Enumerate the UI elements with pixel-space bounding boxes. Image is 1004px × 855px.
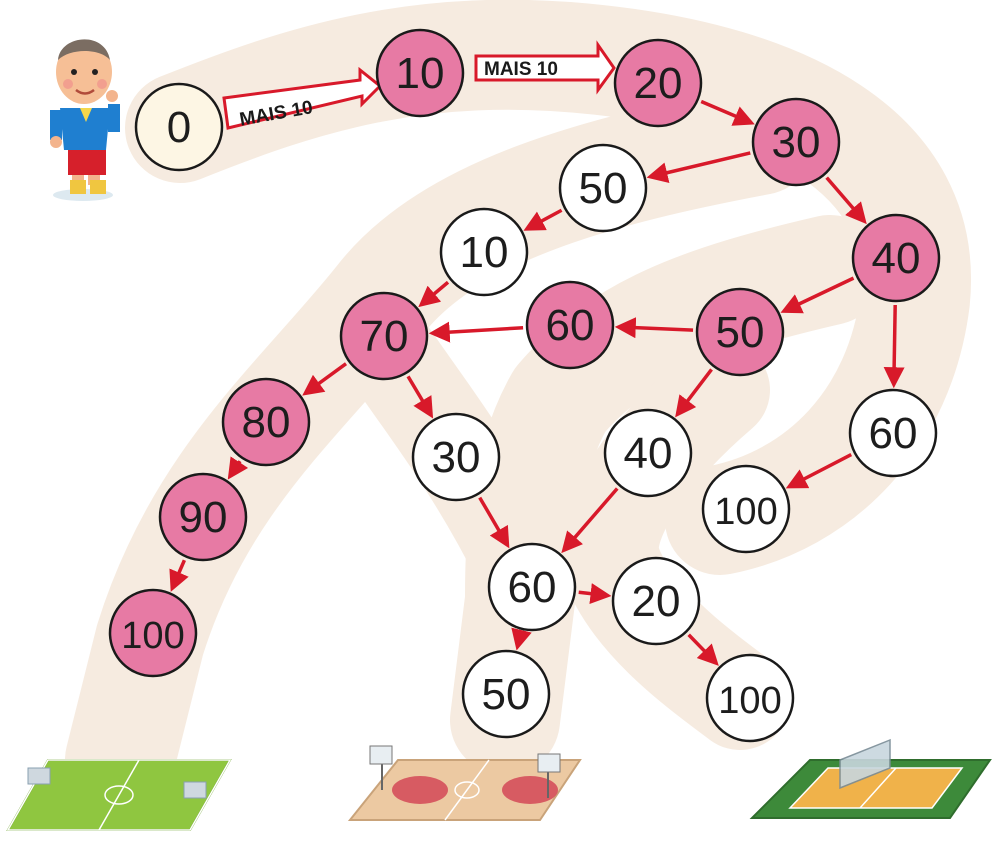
number-node[interactable]: 20 xyxy=(611,556,701,646)
arrow-n10b-n70 xyxy=(418,280,450,308)
number-node[interactable]: 60 xyxy=(525,280,615,370)
number-node-label: 0 xyxy=(167,103,191,152)
number-node[interactable]: 10 xyxy=(375,28,465,118)
number-node-circle xyxy=(751,97,841,187)
number-nodes: 0 10 20 30 50 10 40 70 60 50 80 30 40 60 100 90 60 20 100 5… xyxy=(108,28,941,743)
arrow-n30a-n50a xyxy=(646,151,751,183)
number-node-label: 40 xyxy=(872,234,921,283)
number-node-circle xyxy=(461,649,551,739)
path-arrows xyxy=(169,99,905,666)
number-node[interactable]: 40 xyxy=(851,213,941,303)
number-node[interactable]: 50 xyxy=(461,649,551,739)
number-node-circle xyxy=(108,588,198,678)
arrow-n50a-n10b xyxy=(523,208,563,231)
number-node-label: 50 xyxy=(482,670,531,719)
number-node-label: 30 xyxy=(432,433,481,482)
number-node-circle xyxy=(705,653,795,743)
number-node-circle xyxy=(221,377,311,467)
number-node[interactable]: 60 xyxy=(487,542,577,632)
number-node-circle xyxy=(848,388,938,478)
number-node[interactable]: 20 xyxy=(613,38,703,128)
number-node-label: 100 xyxy=(714,491,777,533)
arrow-n30a-n40a xyxy=(825,176,867,225)
volleyball-court[interactable] xyxy=(749,738,992,819)
number-node-circle xyxy=(375,28,465,118)
number-node[interactable]: 100 xyxy=(705,653,795,743)
arrow-n30b-n60c xyxy=(478,496,510,549)
number-node[interactable]: 50 xyxy=(558,143,648,233)
number-node[interactable]: 60 xyxy=(848,388,938,478)
arrow-n20b-n100c xyxy=(687,633,719,666)
number-node-circle xyxy=(487,542,577,632)
basketball-court[interactable] xyxy=(347,745,582,821)
number-node[interactable]: 10 xyxy=(439,207,529,297)
number-node-circle xyxy=(439,207,529,297)
number-node-label: 90 xyxy=(179,493,228,542)
number-node-label: 30 xyxy=(772,118,821,167)
mais10-label-2: MAIS 10 xyxy=(484,59,558,80)
number-node-label: 100 xyxy=(121,615,184,657)
number-node-label: 40 xyxy=(624,429,673,478)
number-node-label: 60 xyxy=(508,563,557,612)
number-node-circle xyxy=(695,287,785,377)
boy-character xyxy=(50,39,120,201)
number-node-label: 70 xyxy=(360,312,409,361)
number-node[interactable]: 70 xyxy=(339,291,429,381)
soccer-field[interactable] xyxy=(6,759,232,831)
number-node[interactable]: 80 xyxy=(221,377,311,467)
number-node-label: 50 xyxy=(579,164,628,213)
arrow-n50b-n60a xyxy=(614,317,694,339)
arrow-n90-n100b xyxy=(169,559,189,592)
number-node[interactable]: 50 xyxy=(695,287,785,377)
arrow-n40b-n60c xyxy=(561,487,619,554)
number-node[interactable]: 100 xyxy=(108,588,198,678)
arrow-n60c-n20b xyxy=(578,583,612,605)
arrow-n60b-n100a xyxy=(785,453,853,489)
arrow-n60c-n50c xyxy=(511,627,532,651)
number-node-circle xyxy=(411,412,501,502)
number-node-circle xyxy=(158,472,248,562)
number-node-label: 100 xyxy=(718,680,781,722)
arrow-n40a-n60b xyxy=(883,304,905,389)
number-node-circle xyxy=(701,464,791,554)
arrow-n50b-n40b xyxy=(675,368,713,418)
arrow-n70-n30b xyxy=(406,375,434,419)
number-node-circle xyxy=(558,143,648,233)
number-node[interactable]: 100 xyxy=(701,464,791,554)
number-node-circle xyxy=(603,408,693,498)
number-node-label: 10 xyxy=(460,228,509,277)
arrow-n80-n90 xyxy=(227,456,249,480)
mais10-arrow-2: MAIS 10 xyxy=(474,40,616,95)
number-node[interactable]: 40 xyxy=(603,408,693,498)
number-node[interactable]: 30 xyxy=(751,97,841,187)
number-node-label: 20 xyxy=(634,59,683,108)
number-node-label: 10 xyxy=(396,49,445,98)
number-node-circle xyxy=(611,556,701,646)
number-node-label: 20 xyxy=(632,577,681,626)
arrow-n60a-n70 xyxy=(428,321,524,343)
number-node-circle xyxy=(525,280,615,370)
number-node[interactable]: 30 xyxy=(411,412,501,502)
number-node-circle xyxy=(613,38,703,128)
number-node[interactable]: 0 xyxy=(134,82,224,172)
number-node-circle xyxy=(339,291,429,381)
number-node-circle xyxy=(851,213,941,303)
number-node-label: 50 xyxy=(716,308,765,357)
arrow-n40a-n50b xyxy=(780,276,855,314)
number-node[interactable]: 90 xyxy=(158,472,248,562)
number-node-circle xyxy=(134,82,224,172)
number-node-label: 80 xyxy=(242,398,291,447)
arrow-n70-n80 xyxy=(302,362,348,396)
number-node-label: 60 xyxy=(546,301,595,350)
arrow-n20a-n30a xyxy=(700,99,755,126)
number-node-label: 60 xyxy=(869,409,918,458)
